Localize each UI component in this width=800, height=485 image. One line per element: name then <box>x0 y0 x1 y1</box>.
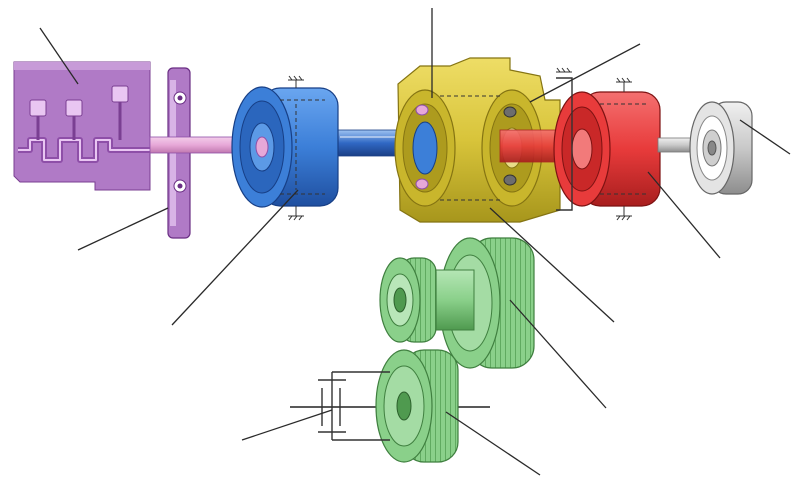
torque-converter-icon <box>231 75 339 221</box>
leader-oil-pump <box>739 119 791 155</box>
ground-symbol-icon <box>288 75 304 88</box>
leader-differential-gear <box>445 411 541 476</box>
leader-differential-housing <box>241 409 333 441</box>
transfer-gear-icon <box>379 237 535 369</box>
leader-torque-converter <box>171 189 299 326</box>
ground-symbol-icon <box>616 77 632 92</box>
leader-flywheel <box>77 207 169 251</box>
planetary-gear-icon <box>394 57 561 223</box>
engine-block-icon <box>13 61 160 191</box>
leader-clutch-drum <box>647 171 721 259</box>
clutch-drum-icon <box>499 67 661 221</box>
ground-symbol-icon <box>616 206 632 221</box>
oil-pump-icon <box>689 101 753 195</box>
leader-transfer-gear <box>509 299 607 409</box>
ground-symbol-icon <box>556 67 572 73</box>
leader-lines <box>39 8 791 476</box>
leader-engine <box>39 27 79 85</box>
leader-housing <box>489 207 615 323</box>
differential-gear-icon <box>290 349 490 463</box>
leader-planetary-right <box>529 43 641 103</box>
ground-symbol-icon <box>288 206 304 221</box>
